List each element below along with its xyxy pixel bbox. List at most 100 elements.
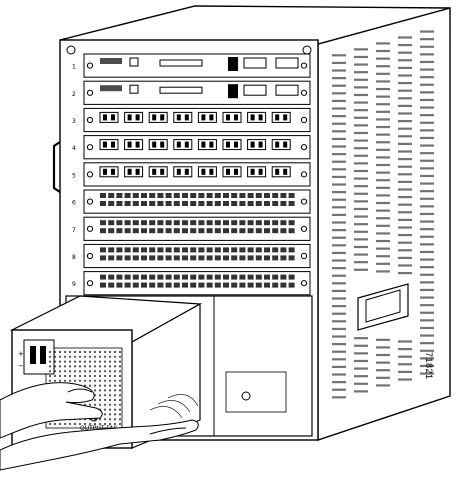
fiber-port: [173, 139, 193, 151]
module-slot-9: 9: [72, 271, 311, 296]
rj45-port: [288, 247, 295, 253]
rj45-port: [239, 282, 246, 288]
rj45-port: [182, 220, 188, 226]
rj45-port: [157, 255, 164, 261]
rj45-port: [173, 255, 180, 261]
rj45-port: [239, 201, 246, 206]
slot-number: 5: [72, 172, 76, 179]
rj45-port: [149, 274, 156, 280]
slot-number: 3: [72, 118, 76, 125]
rj45-port: [141, 201, 147, 206]
rj45-port: [165, 193, 172, 198]
rj45-port: [239, 193, 246, 198]
fiber-port-jack: [184, 141, 189, 148]
rj45-port: [149, 193, 156, 198]
rj45-port: [132, 220, 139, 226]
rj45-port: [149, 255, 156, 261]
rj45-port: [108, 255, 115, 261]
rj45-port: [116, 255, 123, 261]
rj45-port: [190, 274, 197, 280]
rj45-port: [108, 274, 115, 280]
fiber-port: [173, 166, 193, 178]
rj45-port: [182, 193, 188, 198]
rj45-port: [255, 220, 262, 226]
fiber-port: [197, 111, 217, 123]
ejector-screw: [300, 62, 308, 69]
rj45-port: [124, 274, 131, 280]
fiber-port: [271, 139, 291, 151]
fiber-port-jack: [201, 141, 206, 148]
rj45-port: [231, 247, 238, 253]
rj45-port: [206, 193, 213, 198]
fiber-port-jack: [250, 168, 255, 175]
fiber-port: [222, 111, 242, 123]
fiber-port-jack: [152, 141, 157, 148]
rj45-port: [100, 247, 106, 253]
rj45-port: [182, 282, 188, 288]
rj45-port: [272, 201, 279, 206]
rj45-port: [149, 220, 156, 226]
module-slot-6: 6: [72, 189, 311, 214]
fiber-port-jack: [234, 141, 238, 148]
fiber-port-jack: [283, 168, 288, 175]
status-led-bank: [228, 84, 238, 99]
rj45-port: [124, 282, 131, 288]
rj45-port: [206, 255, 213, 261]
rj45-port: [247, 193, 254, 198]
rj45-port: [100, 274, 106, 280]
fiber-port-jack: [209, 114, 214, 121]
module-slot-8: 8: [72, 243, 311, 269]
rj45-port: [264, 247, 270, 253]
rj45-port: [157, 228, 164, 234]
motion-lines: [149, 394, 199, 419]
fiber-port: [271, 111, 291, 123]
rj45-port: [255, 201, 262, 206]
rj45-port: [214, 255, 221, 261]
rj45-port: [223, 228, 229, 234]
rj45-port: [182, 247, 188, 253]
rj45-port: [223, 220, 229, 226]
module-slot-5: 5: [72, 162, 311, 187]
rj45-port: [264, 274, 270, 280]
fiber-port-jack: [209, 141, 214, 148]
slot-number: 8: [72, 254, 76, 261]
rj45-port: [280, 220, 287, 226]
rj45-port: [264, 193, 270, 198]
rj45-port: [272, 255, 279, 261]
rj45-port: [272, 282, 279, 288]
uplink-port: [275, 57, 299, 69]
rj45-port: [100, 282, 106, 288]
rj45-port: [198, 193, 205, 198]
rj45-port: [190, 282, 197, 288]
rj45-port: [165, 247, 172, 253]
fiber-port: [99, 139, 119, 151]
rj45-port: [214, 282, 221, 288]
fiber-port-jack: [209, 168, 214, 175]
compact-flash-slot: [159, 86, 203, 94]
rj45-port: [149, 247, 156, 253]
rj45-port: [272, 274, 279, 280]
rj45-port: [141, 193, 147, 198]
rj45-port: [223, 247, 229, 253]
rj45-port: [198, 282, 205, 288]
rj45-port: [288, 228, 295, 234]
rj45-port: [149, 201, 156, 206]
rj45-port: [288, 255, 295, 261]
rj45-port: [116, 193, 123, 198]
rj45-port: [182, 255, 188, 261]
ejector-screw: [86, 89, 94, 96]
rj45-port: [198, 247, 205, 253]
front-handle: [52, 141, 61, 193]
fiber-port-jack: [160, 141, 165, 148]
fiber-port-jack: [283, 114, 288, 121]
rj45-port: [214, 220, 221, 226]
ejector-screw: [300, 171, 308, 178]
rj45-port: [173, 228, 180, 234]
rj45-port: [141, 255, 147, 261]
rj45-port: [173, 274, 180, 280]
rj45-port: [141, 282, 147, 288]
fiber-port-jack: [111, 141, 115, 148]
rj45-port: [214, 201, 221, 206]
rj45-port: [247, 228, 254, 234]
